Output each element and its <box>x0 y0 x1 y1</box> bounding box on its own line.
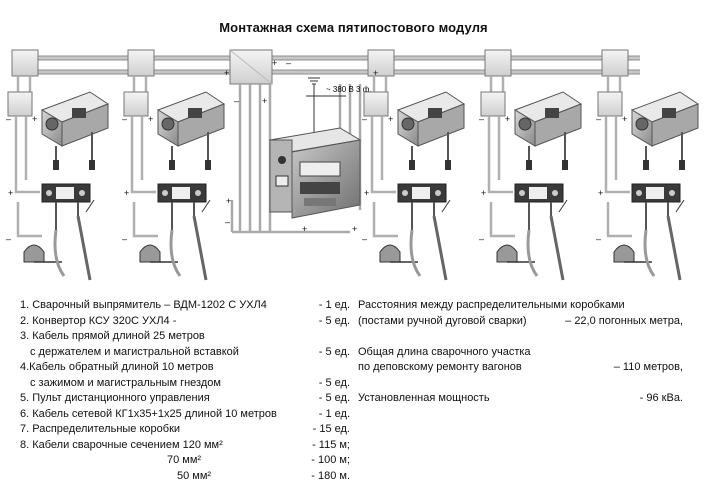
distance-note-2: (постами ручной дуговой сварки)– 22,0 по… <box>358 314 683 327</box>
ground-clamp-icon <box>613 244 635 263</box>
summary-notes: Расстояния между распределительными коро… <box>358 298 683 407</box>
electrode-holder-icon <box>549 215 565 281</box>
svg-text:+: + <box>373 68 378 78</box>
svg-text:–: – <box>479 234 484 244</box>
list-item: с держателем и магистральной вставкой- 5… <box>30 345 350 358</box>
power-label: ~ 380 В 3 ф. <box>326 85 372 94</box>
main-bus <box>14 56 640 74</box>
electrode-holder-icon <box>432 215 448 281</box>
page-title: Монтажная схема пятипостового модуля <box>219 20 488 35</box>
electrode-holder-icon <box>76 215 92 281</box>
svg-text:–: – <box>225 217 230 227</box>
electrode-holder-icon <box>192 215 208 281</box>
welding-post: – + + – <box>596 49 700 281</box>
svg-text:+: + <box>8 188 13 198</box>
svg-text:+: + <box>302 224 307 234</box>
svg-text:+: + <box>224 68 229 78</box>
welding-post: – + + – <box>122 49 226 281</box>
junction-box <box>11 49 39 77</box>
converter-fan-icon <box>45 117 59 131</box>
junction-box <box>363 91 389 117</box>
svg-text:+: + <box>481 188 486 198</box>
junction-box <box>7 91 33 117</box>
svg-text:+: + <box>622 114 627 124</box>
length-note: Общая длина сварочного участка <box>358 345 531 358</box>
svg-text:+: + <box>352 224 357 234</box>
list-item: 70 мм²- 100 м; <box>167 454 350 466</box>
svg-text:+: + <box>148 114 153 124</box>
svg-text:–: – <box>479 114 484 124</box>
converter-fan-icon <box>161 117 175 131</box>
length-note-2: по деповскому ремонту вагонов– 110 метро… <box>358 361 683 373</box>
list-item: 6. Кабель сетевой КГ1х35+1х25 длиной 10 … <box>20 407 350 420</box>
svg-text:–: – <box>122 114 127 124</box>
welding-rectifier <box>268 127 362 219</box>
welding-post: – + + – <box>6 49 110 281</box>
list-item: 8. Кабели сварочные сечением 120 мм²- 11… <box>20 438 350 451</box>
svg-text:–: – <box>286 58 291 68</box>
svg-text:–: – <box>122 234 127 244</box>
svg-text:+: + <box>364 188 369 198</box>
junction-box <box>480 91 506 117</box>
svg-text:+: + <box>505 114 510 124</box>
list-item: 4.Кабель обратный длиной 10 метров <box>20 361 214 373</box>
converter-fan-icon <box>401 117 415 131</box>
svg-text:+: + <box>388 114 393 124</box>
power-note: Установленная мощность- 96 кВа. <box>358 392 683 404</box>
welding-post: – + + – <box>479 49 583 281</box>
ground-clamp-icon <box>139 244 161 263</box>
svg-text:+: + <box>262 96 267 106</box>
junction-box <box>123 91 149 117</box>
list-item: с зажимом и магистральным гнездом- 5 ед. <box>30 376 350 389</box>
power-source-icon <box>306 77 346 135</box>
equipment-list: 1. Сварочный выпрямитель – ВДМ-1202 С УХ… <box>20 298 350 484</box>
electrode-holder-icon <box>666 215 682 281</box>
junction-box <box>127 49 155 77</box>
central-distribution-box <box>229 49 273 85</box>
junction-box <box>367 49 395 77</box>
list-item: 3. Кабель прямой длиной 25 метров <box>20 330 205 342</box>
list-item: 2. Конвертор КСУ 320С УХЛ4 -- 5 ед. <box>20 314 350 327</box>
list-item: 7. Распределительные коробки- 15 ед. <box>20 423 350 435</box>
list-item: 50 мм²- 180 м. <box>177 469 350 482</box>
converter-fan-icon <box>518 117 532 131</box>
svg-text:–: – <box>6 114 11 124</box>
svg-text:+: + <box>272 58 277 68</box>
ground-clamp-icon <box>23 244 45 263</box>
list-item: 1. Сварочный выпрямитель – ВДМ-1202 С УХ… <box>20 299 350 311</box>
junction-box <box>601 49 629 77</box>
svg-text:+: + <box>226 196 231 206</box>
svg-text:+: + <box>124 188 129 198</box>
svg-text:–: – <box>362 234 367 244</box>
svg-text:–: – <box>362 114 367 124</box>
svg-text:–: – <box>596 114 601 124</box>
converter-fan-icon <box>635 117 649 131</box>
welding-post: – + + – <box>362 49 466 281</box>
svg-text:–: – <box>234 96 239 106</box>
ground-clamp-icon <box>496 244 518 263</box>
ground-clamp-icon <box>379 244 401 263</box>
junction-box <box>484 49 512 77</box>
junction-box <box>597 91 623 117</box>
distance-note: Расстояния между распределительными коро… <box>358 299 625 311</box>
svg-text:+: + <box>598 188 603 198</box>
wiring-diagram: ~ 380 В 3 ф. –++––++––++––++––++– ++ –+ … <box>6 49 700 281</box>
svg-text:–: – <box>6 234 11 244</box>
svg-text:–: – <box>596 234 601 244</box>
svg-text:+: + <box>32 114 37 124</box>
list-item: 5. Пульт дистанционного управления- 5 ед… <box>20 392 350 404</box>
